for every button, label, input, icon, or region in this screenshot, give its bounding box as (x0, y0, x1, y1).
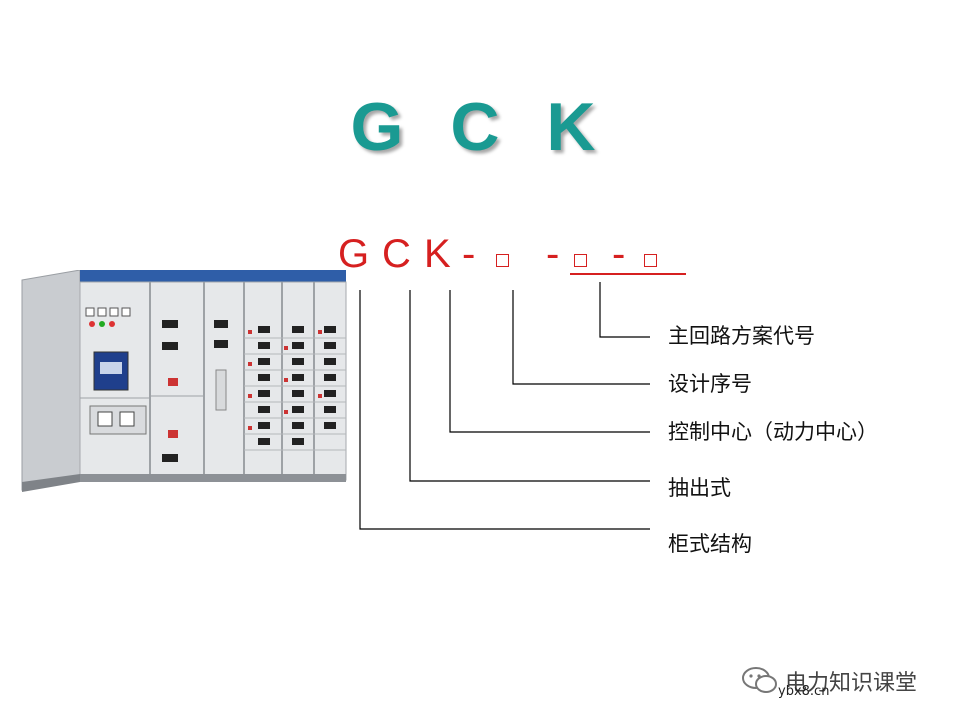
label-design-number: 设计序号 (668, 372, 752, 396)
leader-main-circuit (599, 282, 650, 338)
code-box-main-circuit-1 (574, 254, 587, 267)
code-letter-g: G (338, 232, 370, 276)
code-box-design-number (496, 254, 509, 267)
label-drawout-type: 抽出式 (668, 476, 731, 500)
leader-control-center (449, 290, 650, 433)
code-dash-2: - (546, 232, 560, 276)
leader-drawout (409, 290, 650, 482)
watermark-name: 电力知识课堂 (785, 671, 918, 696)
watermark-url: ybx8.cn (778, 684, 830, 699)
label-control-center: 控制中心（动力中心） (668, 420, 878, 444)
code-dash-3: - (612, 232, 626, 276)
leader-design-number (512, 290, 650, 385)
code-dash-1: - (462, 232, 476, 276)
page-title: G C K (350, 89, 610, 165)
label-main-circuit-scheme: 主回路方案代号 (668, 324, 815, 348)
switchgear-cabinet-image (21, 270, 347, 492)
label-cabinet-structure: 柜式结构 (668, 532, 752, 556)
code-letter-k: K (424, 232, 451, 276)
leader-cabinet-structure (359, 290, 650, 530)
code-letter-c: C (382, 232, 411, 276)
wechat-icon (742, 667, 777, 693)
code-box-main-circuit-2 (644, 254, 657, 267)
